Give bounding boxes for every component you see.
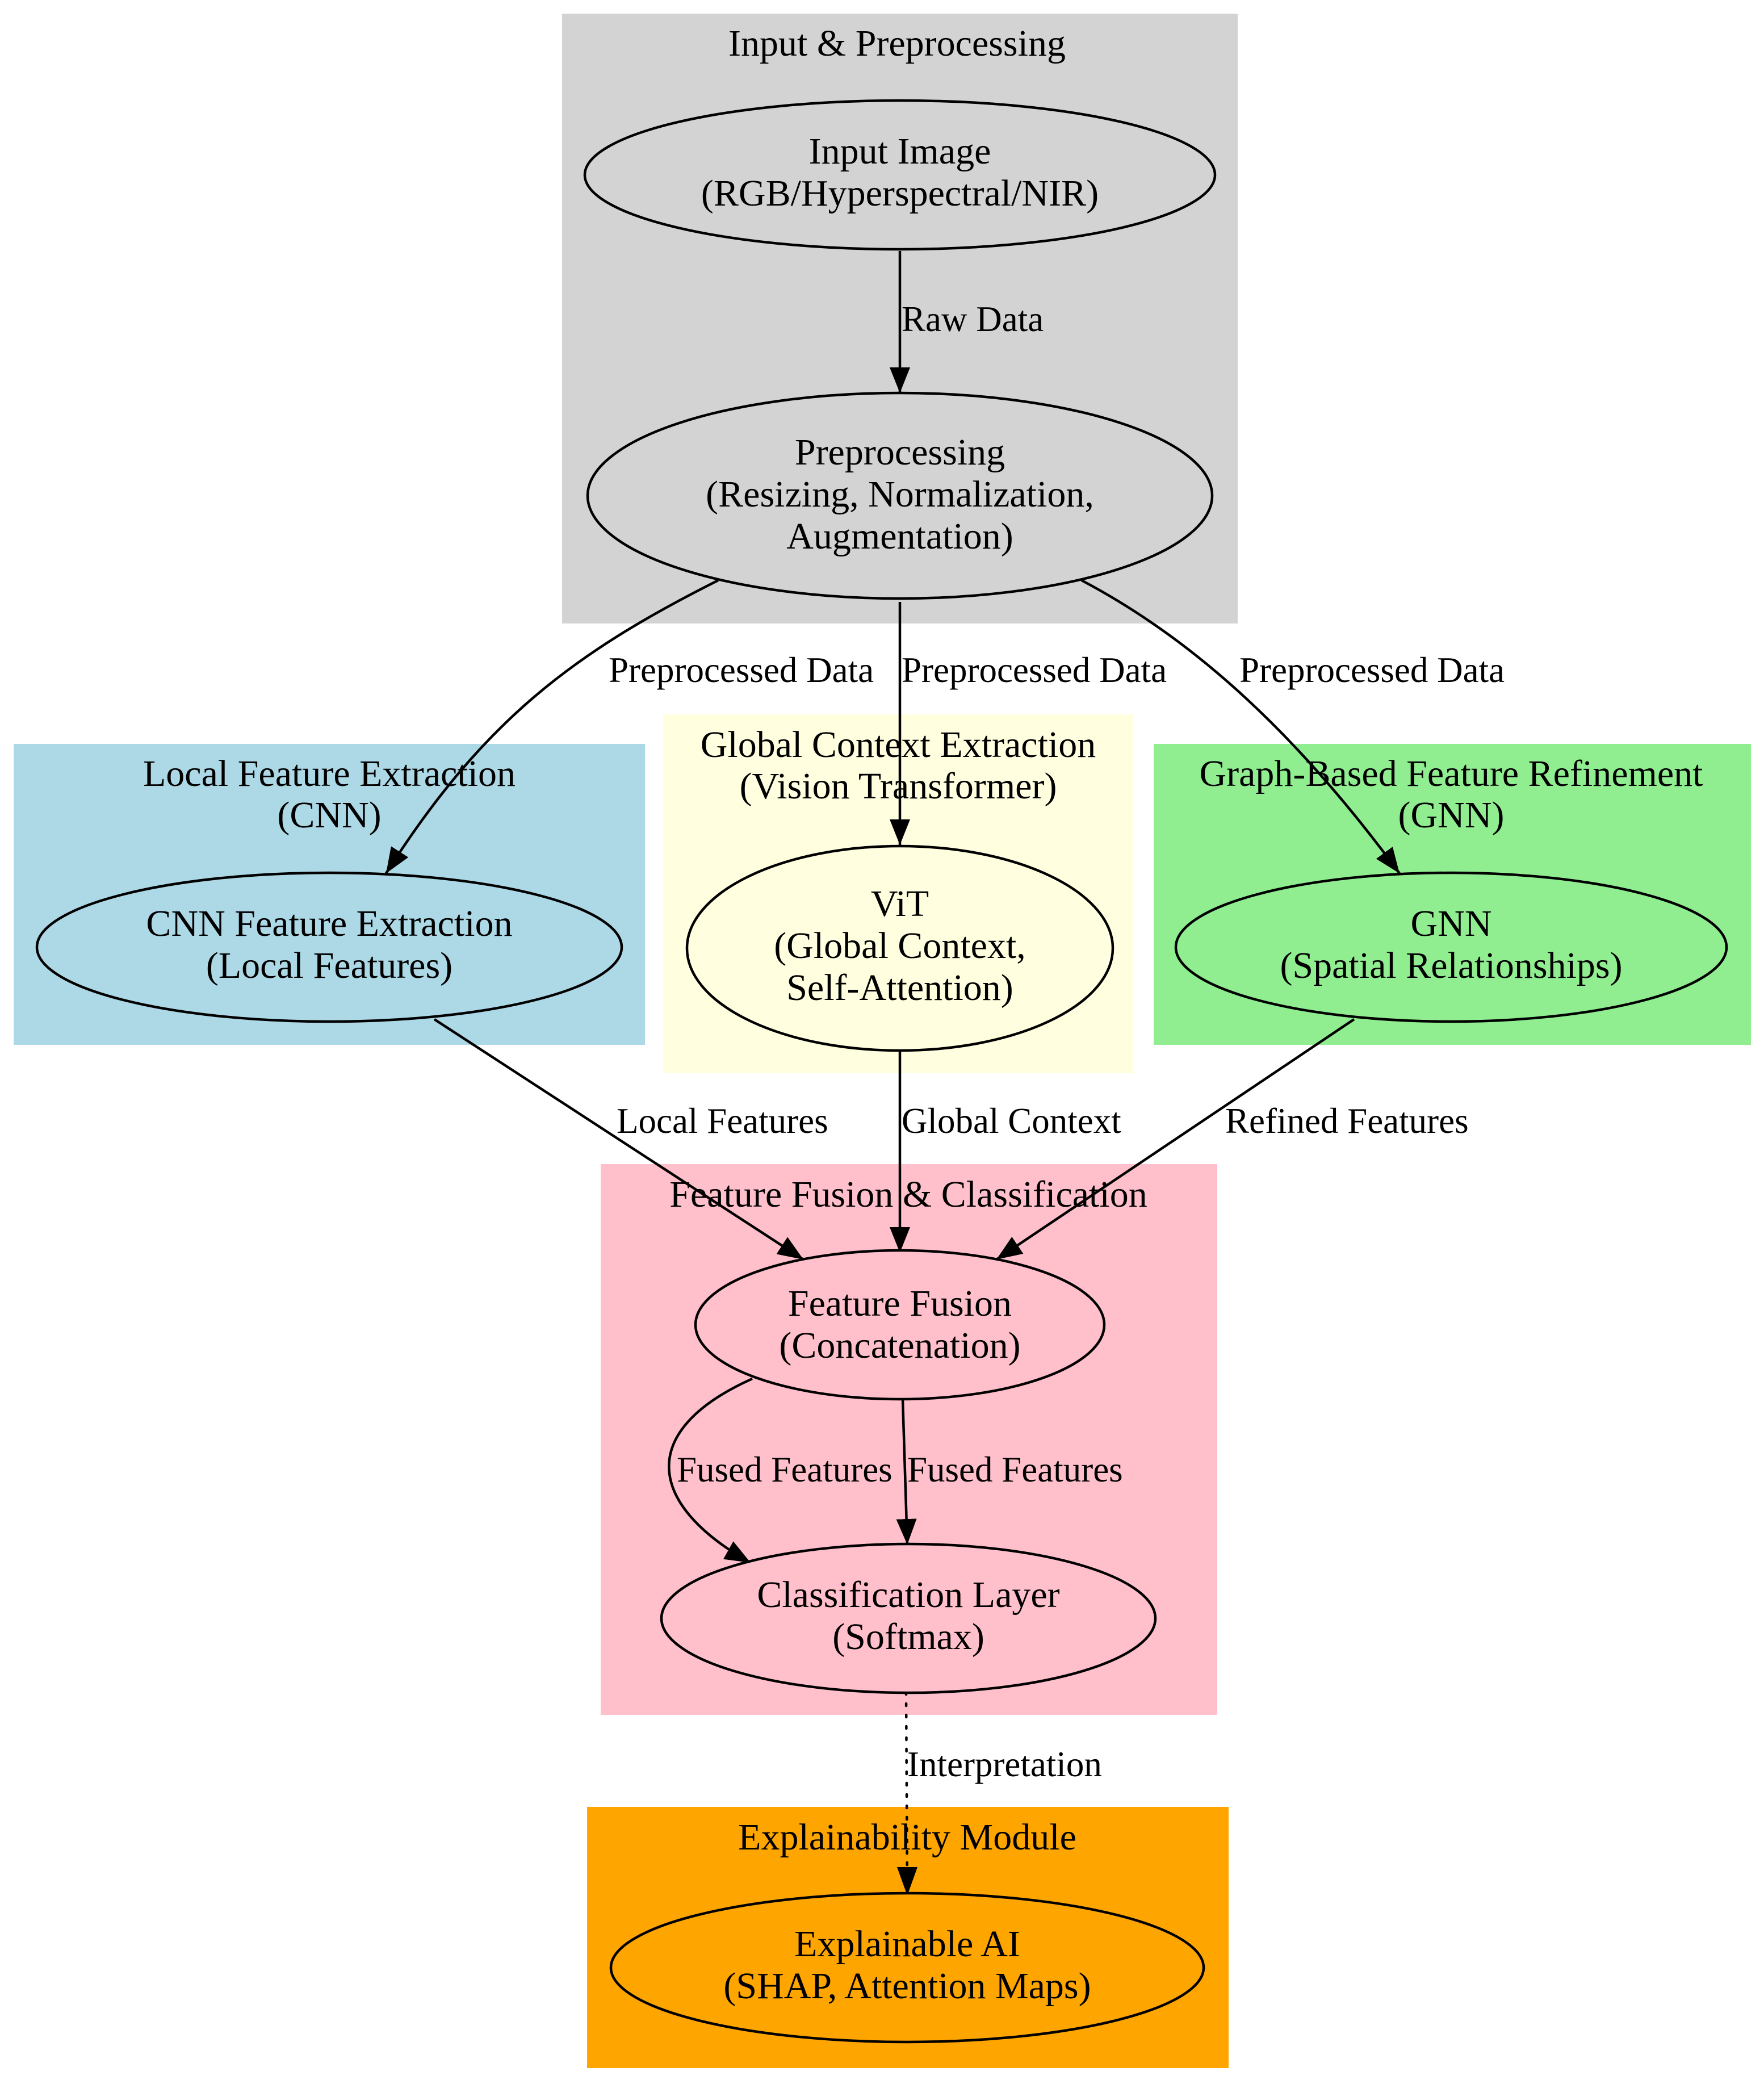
edge-refined-features: Refined Features (995, 1018, 1469, 1261)
edge-fused-left: Fused Features (668, 1377, 893, 1564)
node-vit-title: ViT (871, 883, 929, 924)
edge-global-context: Global Context (890, 1052, 1121, 1253)
node-input-image-title: Input Image (809, 131, 991, 172)
edge-interpretation-line (904, 1690, 909, 1896)
edge-local-features-line (433, 1018, 805, 1261)
node-gnn-subtitle: (Spatial Relationships) (1280, 945, 1622, 986)
node-input-image: Input Image (RGB/Hyperspectral/NIR) (583, 99, 1217, 251)
edge-interpretation-label: Interpretation (907, 1744, 1102, 1784)
edge-fused-left-line (668, 1377, 753, 1564)
cluster-graph-title: Graph-Based Feature Refinement (1199, 753, 1703, 794)
edge-local-features: Local Features (433, 1018, 828, 1261)
edge-raw-data: Raw Data (890, 251, 1044, 393)
node-classification-subtitle: (Softmax) (832, 1616, 984, 1658)
edge-refined-features-line (995, 1018, 1355, 1261)
cluster-fusion-title: Feature Fusion & Classification (669, 1174, 1147, 1215)
cluster-global-subtitle: (Vision Transformer) (740, 765, 1057, 807)
edge-pre-cnn-line (385, 579, 719, 874)
node-cnn-shape (35, 871, 623, 1023)
node-cnn-subtitle: (Local Features) (206, 945, 452, 986)
node-classification-layer: Classification Layer (Softmax) (660, 1542, 1157, 1694)
edge-global-context-label: Global Context (902, 1101, 1121, 1141)
edge-raw-data-label: Raw Data (902, 299, 1044, 339)
node-vit-detail-2: Self-Attention) (786, 967, 1013, 1008)
node-fusion-subtitle: (Concatenation) (779, 1325, 1020, 1366)
node-preprocessing-detail-1: (Resizing, Normalization, (706, 474, 1094, 515)
node-preprocessing-detail-2: Augmentation) (786, 516, 1013, 557)
edge-fused-right-label: Fused Features (907, 1450, 1123, 1489)
edge-interpretation: Interpretation (897, 1690, 1102, 1896)
node-preprocessing: Preprocessing (Resizing, Normalization, … (586, 391, 1214, 600)
edge-local-features-label: Local Features (617, 1101, 828, 1141)
node-xai-subtitle: (SHAP, Attention Maps) (723, 1965, 1091, 2007)
node-classification-title: Classification Layer (757, 1574, 1059, 1616)
node-gnn: GNN (Spatial Relationships) (1174, 871, 1728, 1023)
edge-interpretation-arrowhead (897, 1867, 917, 1895)
node-vit: ViT (Global Context, Self-Attention) (685, 844, 1114, 1052)
edge-fused-right: Fused Features (896, 1399, 1123, 1545)
node-cnn: CNN Feature Extraction (Local Features) (35, 871, 623, 1023)
node-input-image-shape (583, 99, 1217, 251)
edge-pre-cnn-label: Preprocessed Data (609, 650, 874, 690)
edge-preprocessing-to-cnn: Preprocessed Data (385, 579, 874, 874)
node-cnn-title: CNN Feature Extraction (146, 903, 512, 944)
node-input-image-subtitle: (RGB/Hyperspectral/NIR) (701, 173, 1099, 214)
edge-preprocessing-to-vit: Preprocessed Data (890, 602, 1167, 845)
cluster-input-title: Input & Preprocessing (728, 23, 1066, 64)
node-gnn-title: GNN (1411, 903, 1492, 944)
edge-fused-right-line (896, 1399, 917, 1545)
edge-pre-vit-label: Preprocessed Data (902, 650, 1167, 690)
cluster-global-title: Global Context Extraction (701, 724, 1096, 765)
node-gnn-shape (1174, 871, 1728, 1023)
node-fusion-shape (694, 1249, 1106, 1401)
cluster-local-title: Local Feature Extraction (143, 753, 516, 794)
node-xai-shape (609, 1891, 1205, 2044)
cluster-local-subtitle: (CNN) (277, 794, 381, 836)
node-classification-shape (660, 1542, 1157, 1694)
edge-fused-left-label: Fused Features (677, 1450, 893, 1489)
node-preprocessing-shape (586, 391, 1214, 600)
edge-refined-features-label: Refined Features (1225, 1101, 1469, 1141)
node-explainable-ai: Explainable AI (SHAP, Attention Maps) (609, 1891, 1205, 2044)
edge-preprocessing-to-gnn: Preprocessed Data (1080, 579, 1505, 874)
edge-pre-gnn-line (1080, 579, 1401, 874)
node-vit-shape (685, 844, 1114, 1052)
node-preprocessing-title: Preprocessing (795, 432, 1005, 473)
cluster-graph-subtitle: (GNN) (1398, 794, 1505, 836)
edge-pre-gnn-label: Preprocessed Data (1239, 650, 1505, 690)
node-xai-title: Explainable AI (794, 1923, 1020, 1965)
node-vit-detail-1: (Global Context, (774, 925, 1026, 966)
node-feature-fusion: Feature Fusion (Concatenation) (694, 1249, 1106, 1401)
node-fusion-title: Feature Fusion (788, 1283, 1012, 1324)
